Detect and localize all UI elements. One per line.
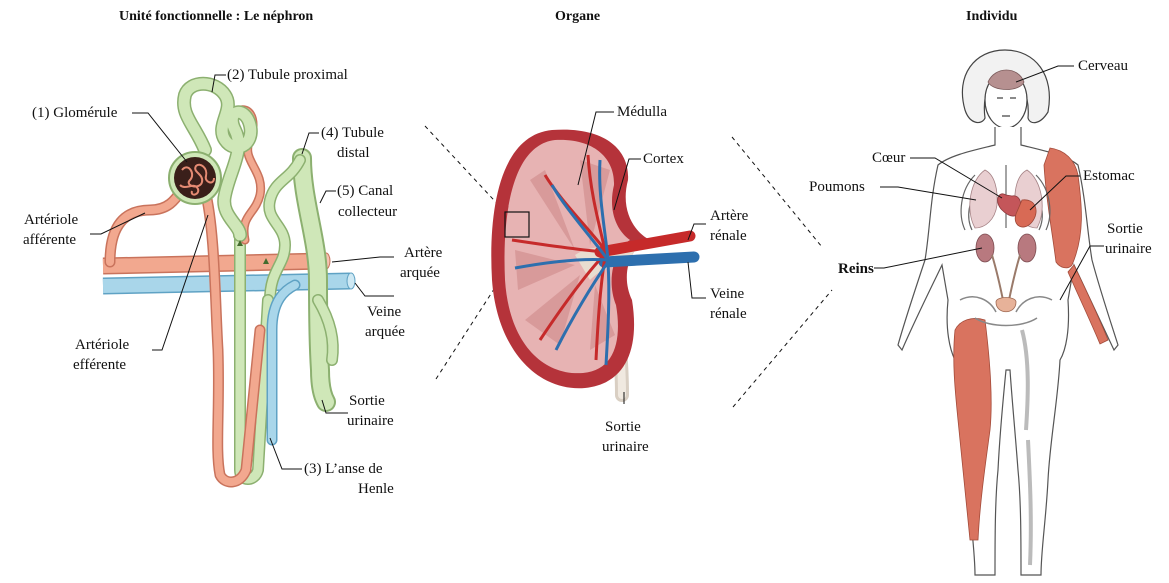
label-sortie-urinaire-organ-1: Sortie — [605, 417, 641, 437]
label-estomac: Estomac — [1083, 166, 1135, 186]
bladder — [996, 298, 1016, 312]
label-arteriole-afferente-2: afférente — [23, 230, 76, 250]
label-sortie-urinaire-organ-2: urinaire — [602, 437, 649, 457]
label-tubule-distal-2: distal — [337, 143, 370, 163]
label-anse-henle-2: Henle — [358, 479, 394, 499]
afferent-arteriole — [110, 190, 182, 262]
label-veine-renale-1: Veine — [710, 284, 744, 304]
arcuate-vein-end — [347, 273, 355, 289]
label-anse-henle-1: (3) L’anse de — [304, 459, 383, 479]
label-artere-arquee-2: arquée — [400, 263, 440, 283]
label-sortie-urinaire-nephron-2: urinaire — [347, 411, 394, 431]
label-medulla: Médulla — [617, 102, 667, 122]
label-canal-2: collecteur — [338, 202, 397, 222]
human-body-illustration — [898, 50, 1118, 575]
label-arteriole-efferente-2: efférente — [73, 355, 126, 375]
kidney-right — [1018, 234, 1036, 262]
label-sortie-urinaire-body-1: Sortie — [1107, 219, 1143, 239]
label-cerveau: Cerveau — [1078, 56, 1128, 76]
title-nephron: Unité fonctionnelle : Le néphron — [119, 9, 313, 25]
label-veine-renale-2: rénale — [710, 304, 747, 324]
label-veine-arquee-2: arquée — [365, 322, 405, 342]
label-reins: Reins — [838, 259, 874, 279]
kidney-left — [976, 234, 994, 262]
renal-vein — [604, 257, 694, 262]
title-individual: Individu — [966, 9, 1017, 25]
label-arteriole-afferente-1: Artériole — [24, 210, 78, 230]
nephron-illustration — [103, 84, 355, 482]
label-cortex: Cortex — [643, 149, 684, 169]
glomerulus — [174, 157, 216, 199]
label-artere-renale-1: Artère — [710, 206, 748, 226]
label-arteriole-efferente-1: Artériole — [75, 335, 129, 355]
label-sortie-urinaire-nephron-1: Sortie — [349, 391, 385, 411]
label-tubule-proximal: (2) Tubule proximal — [227, 65, 348, 85]
label-poumons: Poumons — [809, 177, 865, 197]
vasa-recta-vein — [272, 285, 295, 440]
body-outline — [898, 127, 1118, 575]
label-artere-renale-2: rénale — [710, 226, 747, 246]
title-organ: Organe — [555, 9, 600, 25]
zoom-lines — [425, 126, 832, 407]
label-artere-arquee-1: Artère — [404, 243, 442, 263]
label-tubule-distal-1: (4) Tubule — [321, 123, 384, 143]
label-glomerule: (1) Glomérule — [32, 103, 117, 123]
label-coeur: Cœur — [872, 148, 905, 168]
label-sortie-urinaire-body-2: urinaire — [1105, 239, 1152, 259]
kidney-illustration — [491, 130, 694, 395]
label-veine-arquee-1: Veine — [367, 302, 401, 322]
label-canal-1: (5) Canal — [337, 181, 393, 201]
